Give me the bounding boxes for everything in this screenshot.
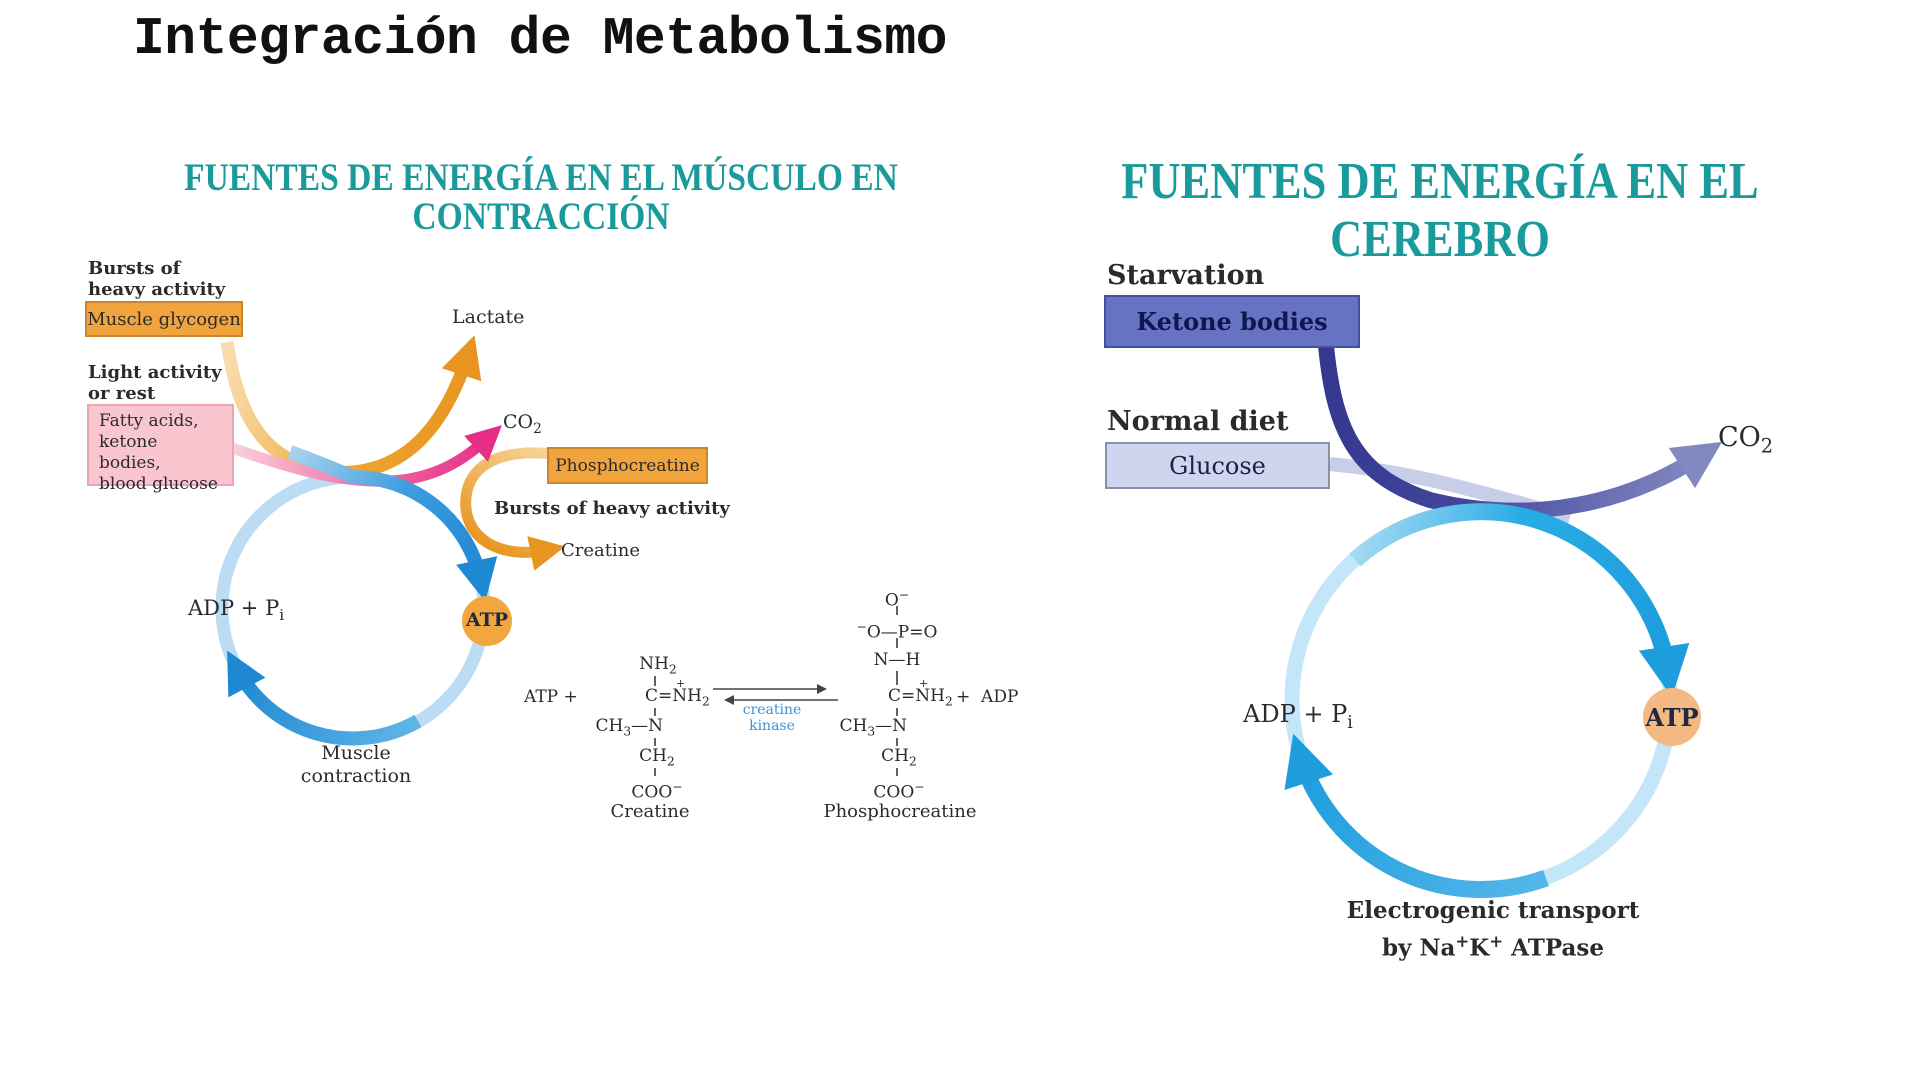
creatine-nh2: NH2 xyxy=(639,654,677,677)
label-starvation: Starvation xyxy=(1107,260,1265,291)
muscle-panel-title-line2: CONTRACCIÓN xyxy=(412,195,670,238)
box-muscle-glycogen: Muscle glycogen xyxy=(85,301,243,337)
label-normal-diet: Normal diet xyxy=(1107,406,1289,437)
creatine-coo: COO− xyxy=(631,780,683,803)
reaction-atp-plus: ATP + xyxy=(524,687,578,707)
box-phosphocreatine: Phosphocreatine xyxy=(547,447,708,484)
label-adp-pi-muscle: ADP + Pi xyxy=(188,596,285,625)
label-adp-pi-brain: ADP + Pi xyxy=(1243,700,1353,733)
creatine-c-nh2: C=NH2 xyxy=(645,686,710,709)
creatine-structure-label: Creatine xyxy=(610,801,690,822)
slide-title: Integración de Metabolismo xyxy=(133,9,947,69)
arrow-fuel-to-atp xyxy=(287,445,498,602)
arrow-ketone-to-co2 xyxy=(1318,345,1723,519)
phosphocreatine-ch2: CH2 xyxy=(881,746,917,769)
label-bursts-heavy-activity-2: Bursts of heavy activity xyxy=(494,498,730,519)
equilibrium-arrows-icon xyxy=(713,684,838,705)
phosphocreatine-po: −O—P=O xyxy=(856,620,938,643)
label-lactate: Lactate xyxy=(452,306,525,328)
box-ketone-bodies: Ketone bodies xyxy=(1104,295,1360,348)
phosphocreatine-plus-charge: + xyxy=(919,677,929,690)
muscle-panel-title: FUENTES DE ENERGÍA EN EL MÚSCULO EN CONT… xyxy=(154,158,928,236)
phosphocreatine-c-nh2: C=NH2 xyxy=(888,686,953,709)
brain-panel-title-line2: CEREBRO xyxy=(1330,211,1550,268)
phosphocreatine-nh: N—H xyxy=(873,650,921,670)
arrow-contraction-to-adp xyxy=(227,650,422,746)
creatine-ch2: CH2 xyxy=(639,746,675,769)
phosphocreatine-ch3-n: CH3—N xyxy=(839,716,907,739)
box-glucose: Glucose xyxy=(1105,442,1330,489)
creatine-ch3-n: CH3—N xyxy=(595,716,663,739)
brain-panel-title-line1: FUENTES DE ENERGÍA EN EL xyxy=(1121,153,1759,210)
atp-disc-brain xyxy=(1643,688,1701,746)
atp-disc-muscle xyxy=(462,596,512,646)
muscle-panel-title-line1: FUENTES DE ENERGÍA EN EL MÚSCULO EN xyxy=(184,156,898,199)
label-creatine-product: Creatine xyxy=(561,540,640,561)
brain-panel-title: FUENTES DE ENERGÍA EN EL CEREBRO xyxy=(1055,153,1825,269)
box-fatty-acids: Fatty acids,ketone bodies,blood glucose xyxy=(87,404,234,494)
arrow-fuel-to-atp-brain xyxy=(1349,503,1690,698)
label-co2-muscle: CO2 xyxy=(503,411,542,437)
arrow-transport-to-adp-brain xyxy=(1284,733,1549,899)
phosphocreatine-structure-label: Phosphocreatine xyxy=(823,801,977,822)
label-atp-brain: ATP xyxy=(1645,703,1699,732)
arrow-phosphocreatine-to-creatine xyxy=(460,447,566,571)
label-co2-brain: CO2 xyxy=(1718,422,1774,458)
phosphocreatine-o: O− xyxy=(884,588,910,611)
reaction-plus-adp: + ADP xyxy=(956,687,1019,707)
creatine-plus-charge: + xyxy=(676,677,686,690)
phosphocreatine-coo: COO− xyxy=(873,780,925,803)
label-atp-muscle: ATP xyxy=(465,609,509,631)
